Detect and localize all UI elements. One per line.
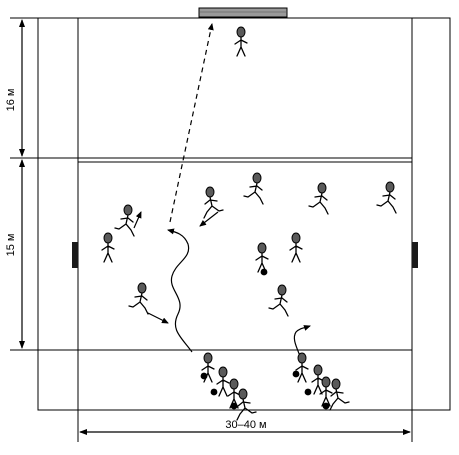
dribble-path [167, 228, 193, 353]
small-gate-icon-right [412, 242, 418, 268]
queue-right-ball-3 [322, 402, 330, 410]
player-mid-4 [243, 172, 264, 205]
queue-left-player-1 [201, 352, 215, 383]
player-mid-3 [203, 186, 224, 219]
player-mid-10 [268, 284, 289, 317]
player-mid-5 [308, 182, 329, 215]
queue-left-player-4 [236, 388, 257, 421]
queue-right-ball-1 [292, 370, 300, 378]
queue-right-ball-2 [304, 388, 312, 396]
queue-left-ball-2 [210, 388, 218, 396]
queue-right-player-3 [319, 376, 333, 407]
label-15m: 15 м [5, 234, 17, 257]
players-layer [101, 26, 397, 421]
run-arrow-lower-left [147, 312, 169, 324]
queue-right-player-4 [329, 378, 350, 411]
queue-right-player-1 [295, 352, 309, 383]
player-mid-2 [101, 232, 115, 263]
run-arrow-left-player [133, 211, 142, 229]
small-gate-icon-left [72, 242, 78, 268]
goal-net-icon [198, 7, 288, 18]
player-mid-7 [255, 242, 269, 273]
player-mid-1 [114, 204, 135, 237]
outer-boundary [37, 17, 451, 411]
player-top-zone [234, 26, 248, 57]
queue-left-ball-1 [200, 372, 208, 380]
queue-right-player-2 [311, 364, 325, 395]
player-mid-6 [376, 181, 397, 214]
queue-left-ball-3 [230, 402, 238, 410]
field-rectangle [77, 17, 413, 411]
queue-left-player-2 [216, 366, 230, 397]
player-mid-9 [128, 282, 149, 315]
player-mid-8 [289, 232, 303, 263]
label-width: 30–40 м [225, 419, 266, 431]
label-16m: 16 м [5, 89, 17, 112]
ball-mid-1 [260, 268, 268, 276]
run-arrow-center-player [199, 211, 219, 227]
pass-arrow-dashed [169, 23, 214, 223]
run-path-right [293, 325, 311, 357]
